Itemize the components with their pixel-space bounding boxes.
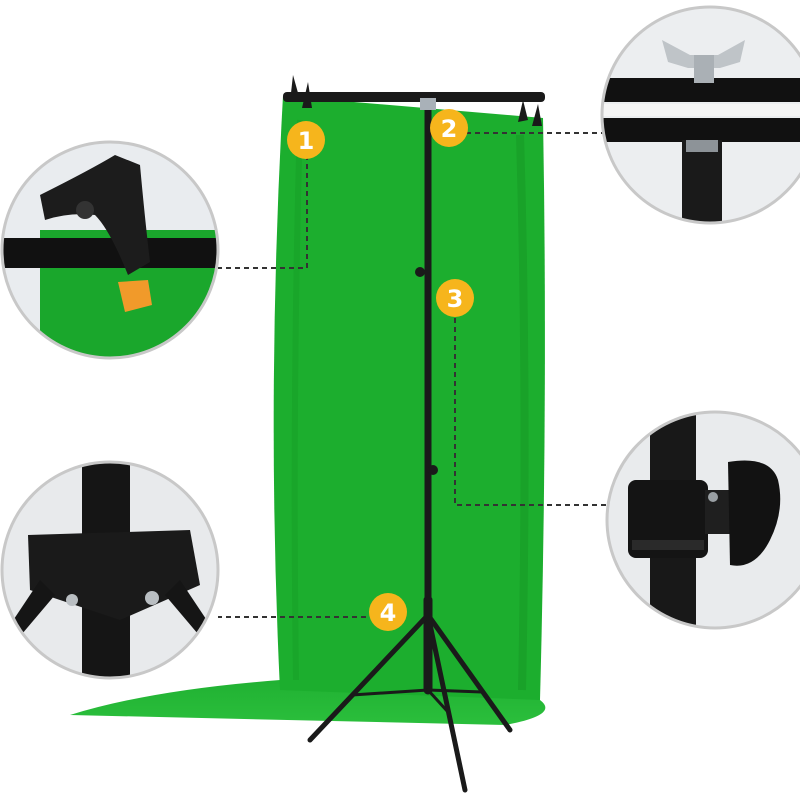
stand xyxy=(307,106,513,793)
badges: 1 2 3 4 xyxy=(287,109,474,631)
clamp-icon xyxy=(532,104,542,126)
leader-lines xyxy=(218,132,610,618)
backdrop-top-pipe xyxy=(283,92,545,102)
lock-knob-icon xyxy=(728,460,781,566)
tripod-leg xyxy=(425,612,468,793)
badge-4: 4 xyxy=(369,593,407,631)
center-mount xyxy=(420,98,436,110)
stand-lock xyxy=(428,465,438,475)
tripod-brace xyxy=(426,688,450,714)
inset-tripod-base xyxy=(0,460,220,680)
backdrop-sheet xyxy=(273,96,545,700)
backdrop-fold xyxy=(291,119,303,681)
badge-3: 3 xyxy=(436,279,474,317)
tripod-brace xyxy=(426,688,484,694)
leader-line-3 xyxy=(454,318,610,506)
tripod-leg xyxy=(307,612,431,743)
stand-lock xyxy=(415,267,425,277)
badge-4-label: 4 xyxy=(380,599,397,627)
spring-clamp-icon xyxy=(40,155,150,275)
wing-nut-icon xyxy=(662,40,745,68)
badge-1: 1 xyxy=(287,121,325,159)
clamp-icon xyxy=(302,82,312,108)
clamp-icon xyxy=(290,75,300,102)
badge-1-label: 1 xyxy=(298,127,315,155)
tripod-brace xyxy=(350,688,430,697)
inset-crossbar xyxy=(600,5,800,225)
badge-3-label: 3 xyxy=(447,285,464,313)
badge-2: 2 xyxy=(430,109,468,147)
tripod-leg xyxy=(425,612,513,733)
inset-lock-knob xyxy=(605,410,800,630)
top-clamps xyxy=(290,75,542,126)
badge-2-label: 2 xyxy=(441,115,458,143)
clamp-tip-icon xyxy=(118,280,152,312)
inset-clamp xyxy=(0,140,220,360)
clamp-icon xyxy=(518,100,528,122)
backdrop-fold xyxy=(516,134,529,691)
leader-line-1 xyxy=(218,155,308,269)
